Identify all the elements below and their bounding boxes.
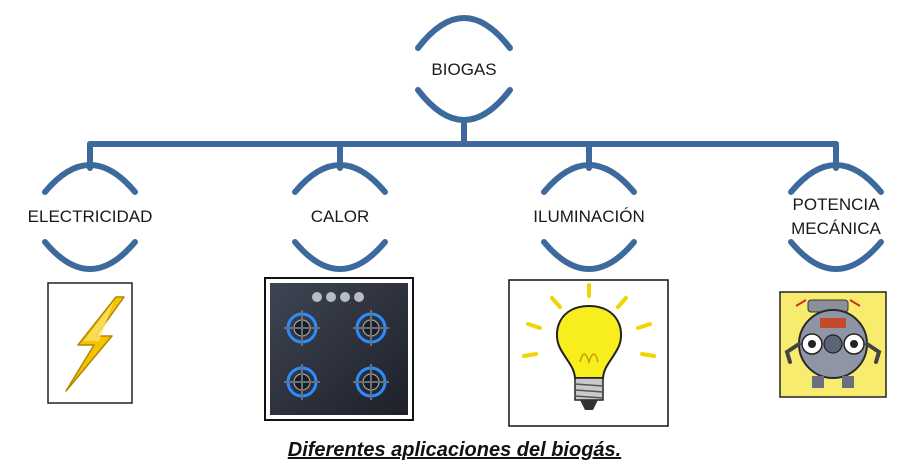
child-label-electricidad: ELECTRICIDAD	[27, 207, 153, 226]
child3-top-arc	[541, 162, 637, 195]
child-label-potencia-line1: POTENCIA	[792, 195, 880, 214]
child-label-potencia-line2: MECÁNICA	[791, 219, 881, 238]
child4-top-arc	[788, 162, 884, 195]
lightning-bolt-icon	[47, 282, 133, 404]
root-node-bottom-arc	[415, 87, 513, 123]
child1-top-arc	[42, 162, 138, 195]
child2-bottom-arc	[292, 239, 388, 272]
root-node-top-arc	[415, 15, 513, 51]
figure-caption: Diferentes aplicaciones del biogás.	[287, 439, 622, 461]
child-label-iluminacion: ILUMINACIÓN	[533, 207, 645, 226]
motor-icon	[779, 291, 887, 398]
light-bulb-icon	[508, 279, 669, 427]
child-label-calor: CALOR	[310, 207, 370, 226]
child2-top-arc	[292, 162, 388, 195]
connector-lines	[42, 15, 884, 272]
child4-bottom-arc	[788, 239, 884, 272]
gas-stove-icon	[264, 277, 414, 421]
child3-bottom-arc	[541, 239, 637, 272]
child1-bottom-arc	[42, 239, 138, 272]
root-node-label: BIOGAS	[431, 60, 497, 79]
